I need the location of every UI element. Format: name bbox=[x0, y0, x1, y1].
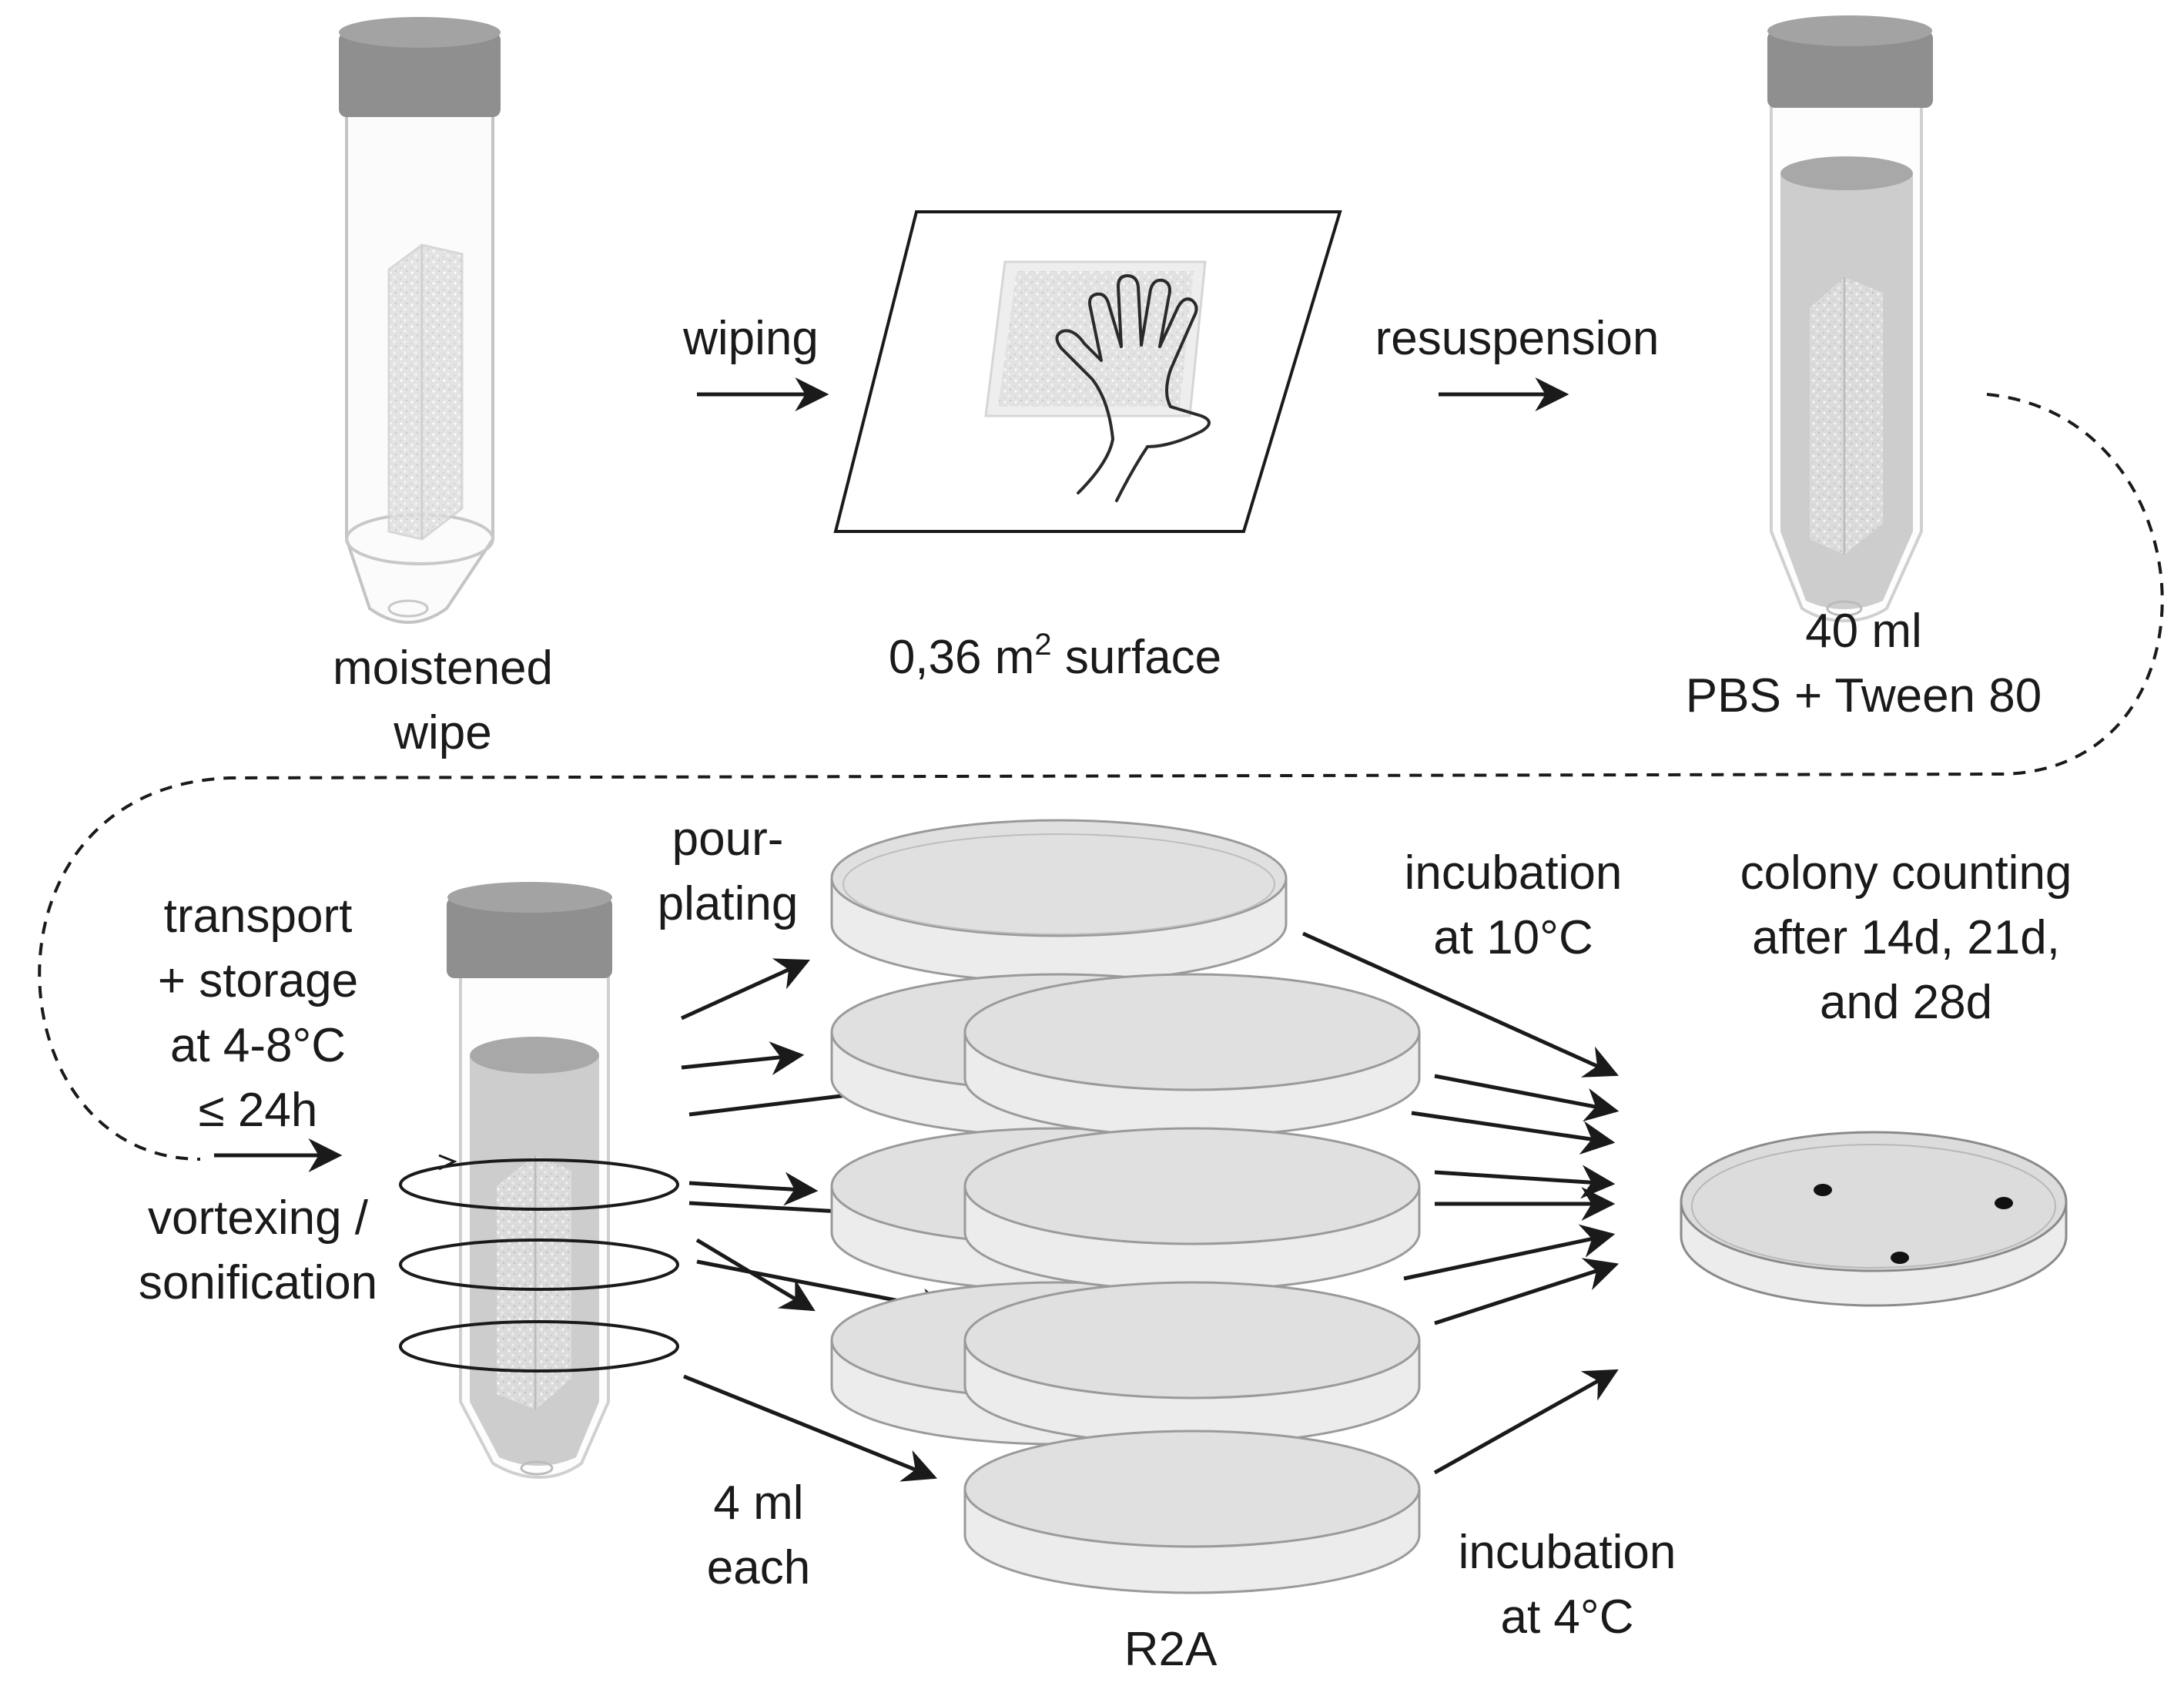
label-incubation-cold: incubation at 4°C bbox=[1458, 1526, 1677, 1644]
colony-icon-1 bbox=[1814, 1184, 1832, 1196]
petri-dish-icon-front-2 bbox=[963, 1127, 1421, 1292]
label-wipe: moistened wipe bbox=[332, 642, 554, 759]
colony-icon-3 bbox=[1891, 1252, 1909, 1264]
surface-icon bbox=[833, 210, 1342, 533]
colony-icon-2 bbox=[1995, 1197, 2013, 1209]
tube-icon-resuspension bbox=[1767, 15, 1933, 623]
petri-dish-icon-front-1 bbox=[963, 973, 1421, 1138]
petri-dish-icon-front-3 bbox=[963, 1281, 1421, 1446]
label-transport: transport + storage at 4-8°C ≤ 24h bbox=[157, 890, 359, 1137]
vortex-rings bbox=[399, 1154, 679, 1373]
label-volume: 40 ml PBS + Tween 80 bbox=[1685, 605, 2042, 722]
label-incubation-warm: incubation at 10°C bbox=[1404, 846, 1623, 964]
petri-dish-icon-result bbox=[1680, 1131, 2068, 1307]
label-pour: pour- plating bbox=[657, 813, 799, 930]
label-resuspension: resuspension bbox=[1375, 312, 1660, 365]
label-surface: 0,36 m2 surface bbox=[888, 628, 1222, 684]
tube-icon-vortex bbox=[447, 882, 612, 1480]
petri-dish-icon-front-4 bbox=[963, 1430, 1421, 1594]
label-medium: R2A bbox=[1124, 1623, 1218, 1676]
petri-dish-icon-back-1 bbox=[830, 819, 1288, 984]
label-counting: colony counting after 14d, 21d, and 28d bbox=[1740, 846, 2072, 1029]
label-vortex: vortexing / sonification bbox=[138, 1192, 378, 1309]
label-each: 4 ml each bbox=[706, 1477, 811, 1594]
incubation-arrows bbox=[1301, 931, 1620, 1475]
dashed-connector bbox=[38, 393, 2164, 1161]
tube-icon-wipe bbox=[339, 17, 501, 625]
hand-icon bbox=[1055, 274, 1211, 502]
label-wiping: wiping bbox=[683, 312, 819, 365]
